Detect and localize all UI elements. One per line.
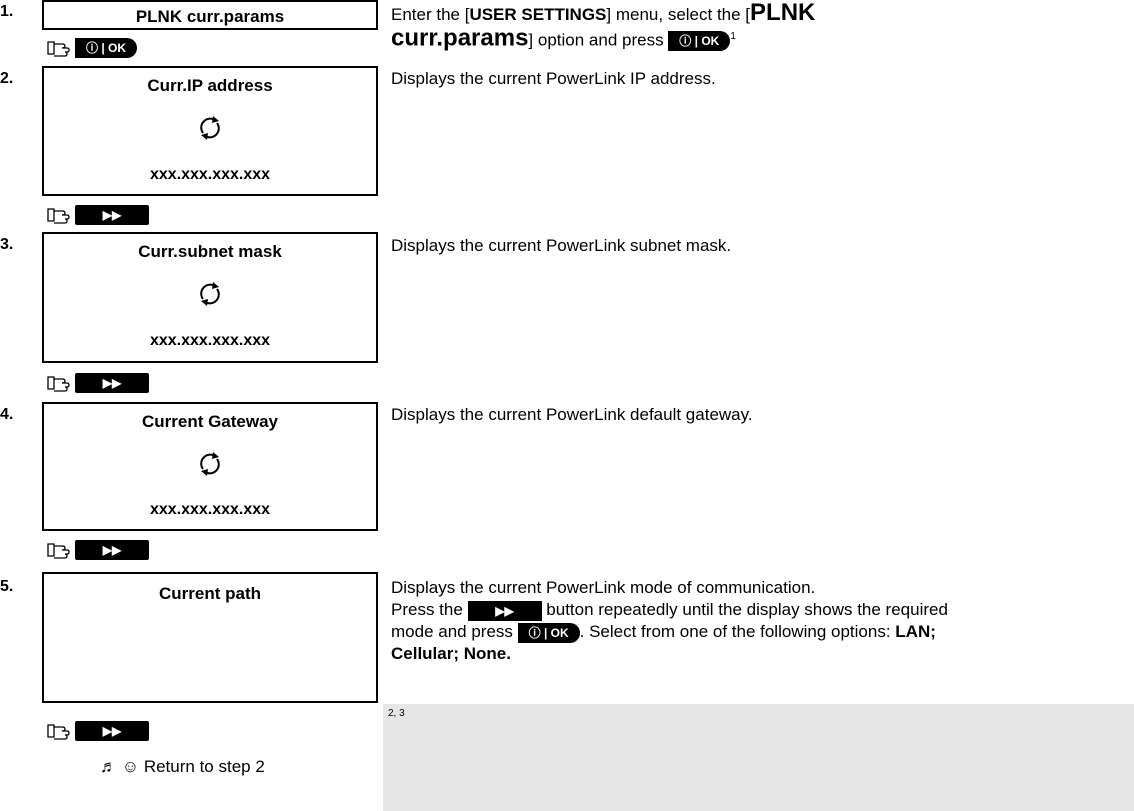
next-key[interactable]: ▶▶ <box>75 540 149 560</box>
next-key[interactable]: ▶▶ <box>75 373 149 393</box>
step-2-description: Displays the current PowerLink IP addres… <box>391 69 716 88</box>
scroll-cycle-icon <box>200 452 220 476</box>
ok-key-inline: ⓘ | OK <box>668 31 731 52</box>
step-number-3: 3. <box>0 236 14 253</box>
hand-pointer-icon <box>47 724 70 740</box>
lcd-title: Current Gateway <box>141 412 279 431</box>
hand-pointer-icon <box>47 543 70 559</box>
step-3-description: Displays the current PowerLink subnet ma… <box>391 236 732 255</box>
return-to-step-2: ♬ ☺ Return to step 2 <box>100 757 265 776</box>
step-number-5: 5. <box>0 578 14 595</box>
lcd-display-step-1: PLNK curr.params <box>42 0 378 30</box>
scroll-cycle-icon <box>200 282 220 306</box>
lcd-display-step-2: Curr.IP address xxx.xxx.xxx.xxx <box>42 66 378 196</box>
hand-pointer-icon <box>47 376 70 392</box>
lcd-address-value: xxx.xxx.xxx.xxx <box>149 166 271 183</box>
step-1-description: Enter the [USER SETTINGS] menu, select t… <box>391 0 816 52</box>
lcd-display-step-5: Current path <box>42 572 378 703</box>
footnote-references: 2, 3 <box>388 708 405 719</box>
lcd-address-value: xxx.xxx.xxx.xxx <box>149 501 271 518</box>
lcd-title: Current path <box>159 584 261 603</box>
ok-key-inline: ⓘ | OK <box>517 622 580 643</box>
lcd-display-step-3: Curr.subnet mask xxx.xxx.xxx.xxx <box>42 232 378 363</box>
next-key[interactable]: ▶▶ <box>75 205 149 225</box>
lcd-title: Curr.subnet mask <box>138 242 282 261</box>
notes-panel: 2, 3 <box>383 704 1134 811</box>
lcd-title: PLNK curr.params <box>135 7 285 26</box>
lcd-display-step-4: Current Gateway xxx.xxx.xxx.xxx <box>42 402 378 531</box>
lcd-address-value: xxx.xxx.xxx.xxx <box>149 332 271 349</box>
lcd-title: Curr.IP address <box>147 76 273 95</box>
next-key-inline: ▶▶ <box>467 600 542 621</box>
hand-pointer-icon <box>47 208 70 224</box>
step-number-4: 4. <box>0 406 14 423</box>
step-4-description: Displays the current PowerLink default g… <box>391 405 753 424</box>
step-number-2: 2. <box>0 70 14 87</box>
next-key[interactable]: ▶▶ <box>75 721 149 741</box>
scroll-cycle-icon <box>200 116 220 140</box>
melody-smile-icon: ♬ ☺ <box>100 757 140 776</box>
hand-pointer-icon <box>47 41 70 57</box>
step-number-1: 1. <box>0 3 14 20</box>
step-5-description: Displays the current PowerLink mode of c… <box>391 578 948 663</box>
ok-key[interactable]: ⓘ | OK <box>75 38 137 58</box>
